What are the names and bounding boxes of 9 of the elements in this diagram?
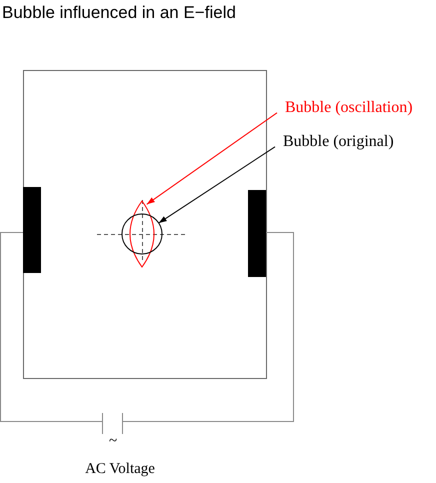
voltage-label: AC Voltage <box>85 462 155 477</box>
oscillating-bubble <box>130 200 154 268</box>
title: Bubble influenced in an E−field <box>2 4 236 21</box>
callout-label: Bubble (original) <box>283 134 394 150</box>
callout-label: Bubble (oscillation) <box>285 100 413 116</box>
arrow <box>146 112 278 205</box>
bubble-circle <box>122 214 162 254</box>
arrow <box>158 146 276 224</box>
ac-symbol: ~ <box>108 434 118 449</box>
